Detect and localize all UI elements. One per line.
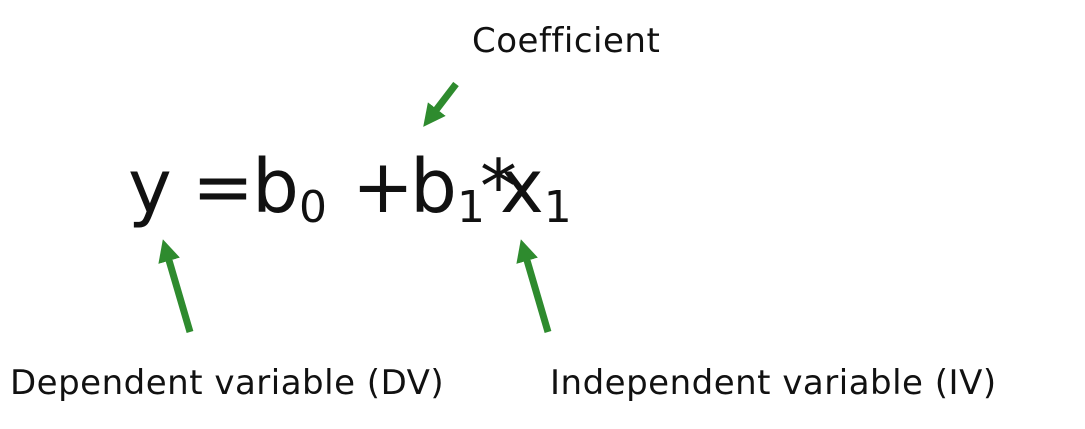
- equation-b1: b1: [410, 150, 485, 230]
- equation-equals: =: [192, 144, 255, 230]
- equation-y: y: [128, 144, 172, 230]
- equation-plus: +: [352, 144, 415, 230]
- coefficient-arrow-icon: [423, 81, 459, 127]
- b0-base: b: [252, 144, 299, 230]
- dependent-variable-label: Dependent variable (DV): [10, 363, 445, 403]
- x1-base: x: [500, 144, 544, 230]
- b1-subscript: 1: [456, 182, 485, 233]
- b0-subscript: 0: [298, 182, 327, 233]
- equation-b0: b0: [252, 150, 327, 230]
- coefficient-label: Coefficient: [472, 21, 661, 61]
- dv-arrow-icon: [158, 239, 194, 333]
- b1-base: b: [410, 144, 457, 230]
- equation-x1: x1: [500, 150, 572, 230]
- iv-arrow-icon: [516, 239, 552, 333]
- equation-multiply: *: [480, 144, 517, 230]
- x1-subscript: 1: [543, 182, 572, 233]
- independent-variable-label: Independent variable (IV): [550, 363, 997, 403]
